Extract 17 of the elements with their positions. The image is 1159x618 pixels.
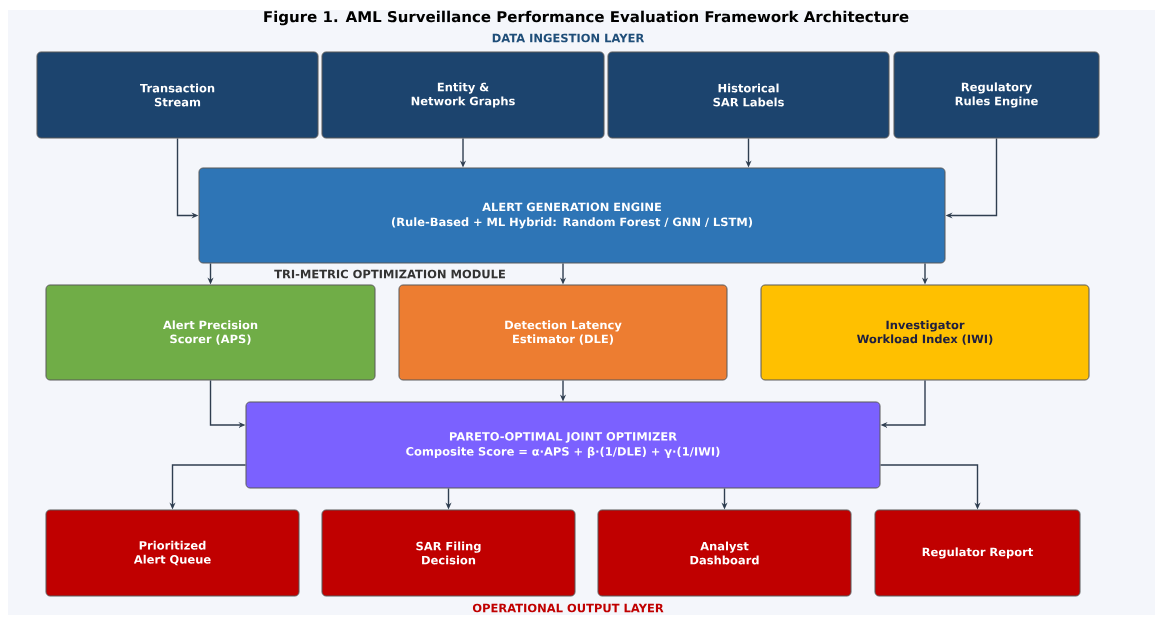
input-box: Transaction Stream xyxy=(36,51,319,139)
optimizer-box: PARETO-OPTIMAL JOINT OPTIMIZER Composite Score = α·APS + β·(1/DLE) + γ·(1/IWI) xyxy=(245,401,881,489)
input-box: Regulatory Rules Engine xyxy=(893,51,1100,139)
output-box: SAR Filing Decision xyxy=(321,509,576,597)
layer-label: OPERATIONAL OUTPUT LAYER xyxy=(471,602,665,614)
layer-label: TRI-METRIC OPTIMIZATION MODULE xyxy=(273,268,507,280)
input-box: Historical SAR Labels xyxy=(607,51,890,139)
metric-box: Detection Latency Estimator (DLE) xyxy=(398,284,728,381)
output-box: Prioritized Alert Queue xyxy=(45,509,300,597)
input-box: Entity & Network Graphs xyxy=(321,51,605,139)
layer-label: DATA INGESTION LAYER xyxy=(490,32,646,44)
output-box: Analyst Dashboard xyxy=(597,509,852,597)
engine-box: ALERT GENERATION ENGINE (Rule-Based + ML Hybrid: Random Forest / GNN / LSTM) xyxy=(198,167,946,264)
output-box: Regulator Report xyxy=(874,509,1081,597)
metric-box: Investigator Workload Index (IWI) xyxy=(760,284,1090,381)
figure-title: Figure 1. AML Surveillance Performance Evaluation Framework Architecture xyxy=(264,10,909,26)
metric-box: Alert Precision Scorer (APS) xyxy=(45,284,376,381)
